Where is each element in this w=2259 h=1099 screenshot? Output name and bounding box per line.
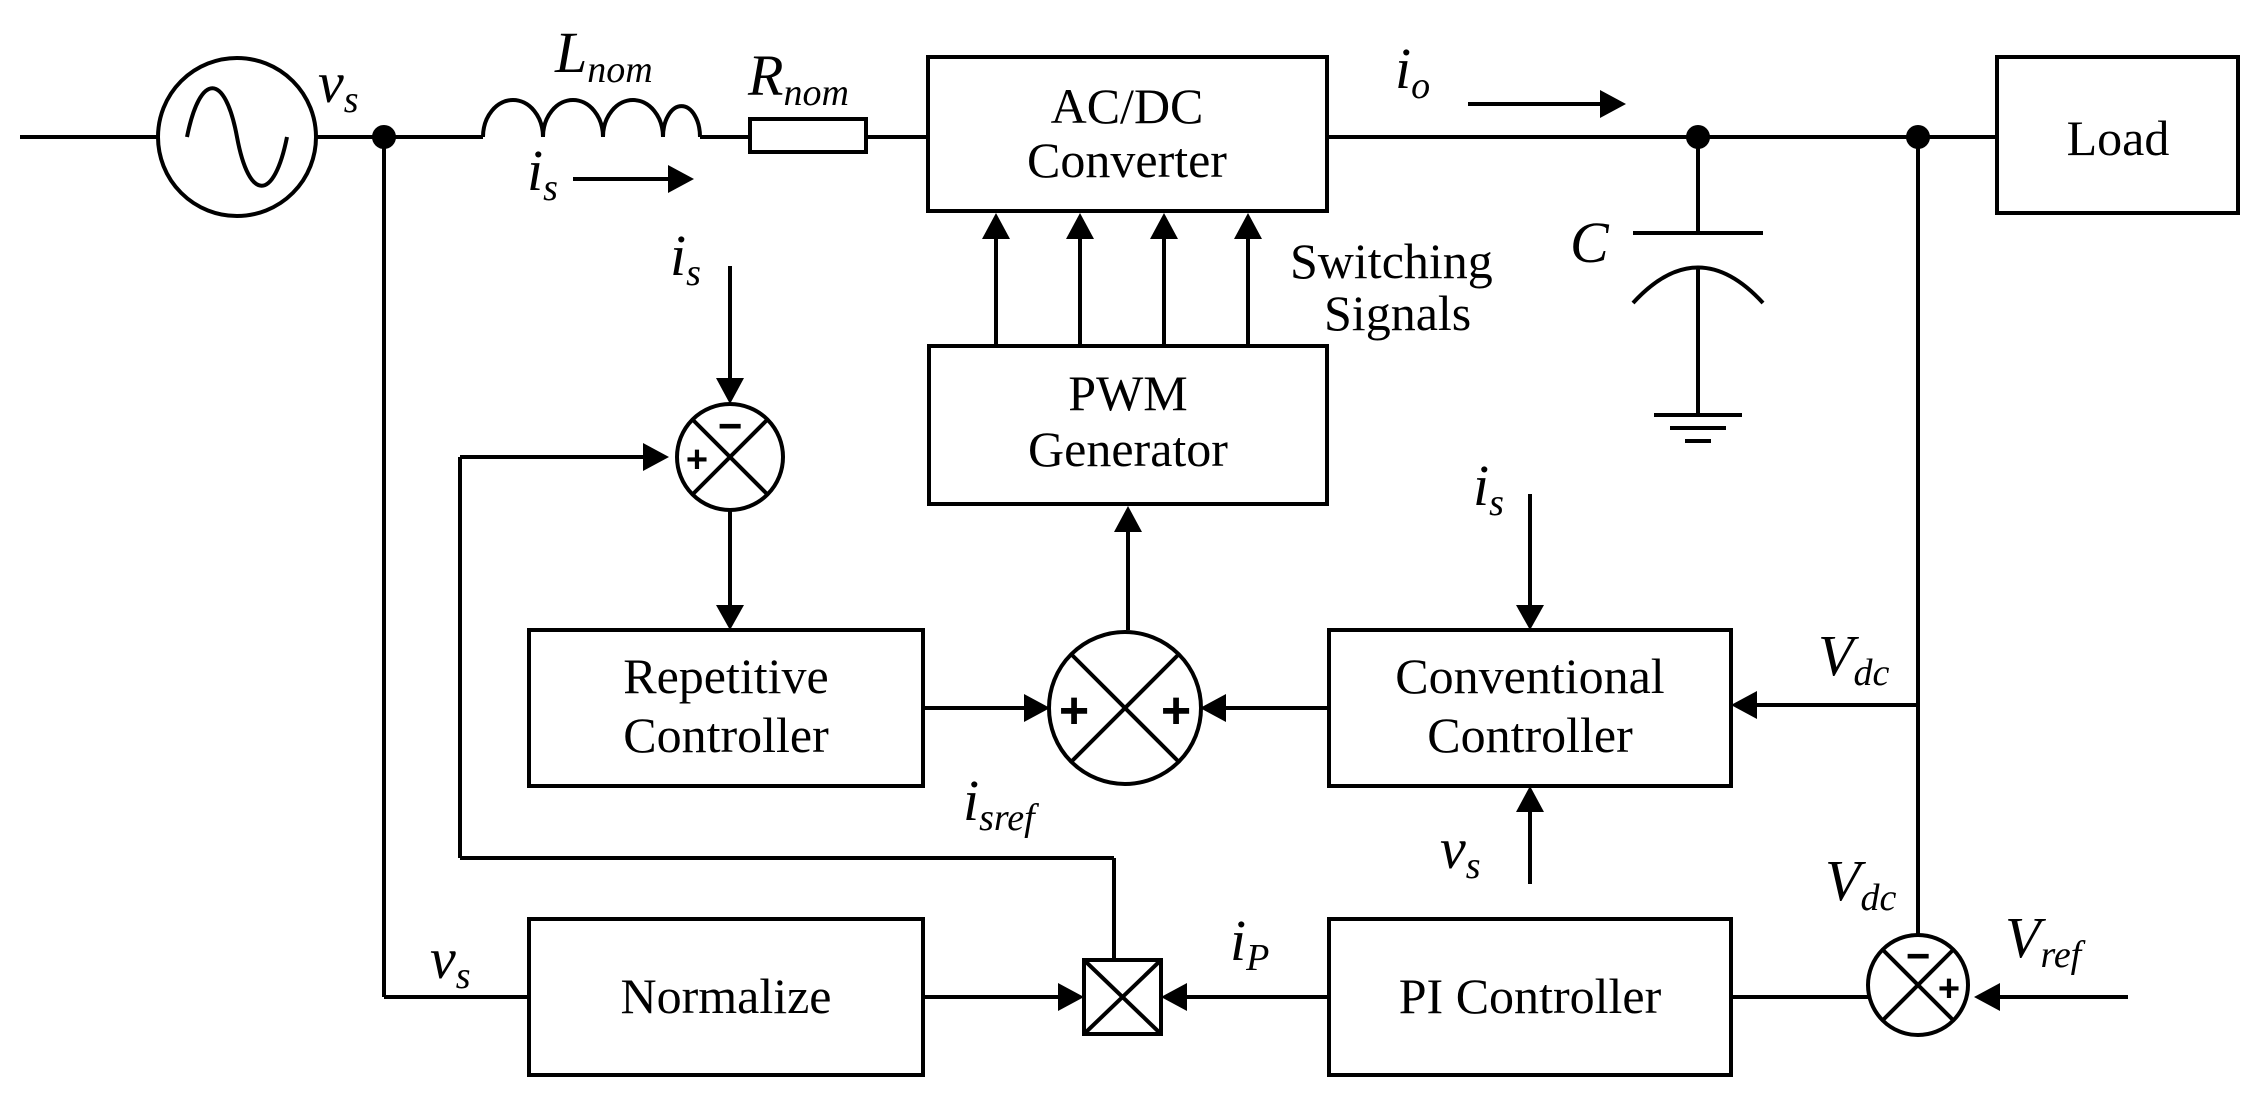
vdc-conventional-label: Vdc	[1818, 623, 1889, 694]
pi-controller-block: PI Controller	[1327, 917, 1733, 1077]
normalize-block: Normalize	[527, 917, 925, 1077]
vs-normalize-label: vs	[430, 926, 471, 997]
multiplier-block	[1082, 958, 1163, 1036]
resistor-icon	[748, 117, 868, 154]
bottom-summing-junction: − +	[1866, 932, 1970, 1037]
ac-source-icon	[156, 56, 318, 218]
power-wiring	[20, 135, 1997, 999]
normalize-label: Normalize	[620, 968, 831, 1024]
capacitor-label: C	[1570, 210, 1610, 275]
is-conventional-label: is	[1473, 453, 1504, 524]
signal-wiring	[458, 239, 2128, 999]
switching-label-2: Signals	[1324, 285, 1471, 341]
bottom-sum-plus-sign: +	[1938, 968, 1960, 1010]
vref-label: Vref	[2005, 905, 2086, 976]
arrowheads	[573, 90, 2000, 1011]
conventional-controller-block: Conventional Controller	[1327, 628, 1733, 788]
isref-label: isref	[963, 768, 1039, 839]
io-label: io	[1395, 36, 1430, 107]
pwm-label-1: PWM	[1068, 365, 1187, 421]
bottom-sum-minus-sign: −	[1906, 932, 1931, 979]
inductor-label: Lnom	[554, 20, 653, 91]
vs-conventional-label: vs	[1440, 816, 1481, 887]
junction-nodes	[372, 125, 1930, 149]
is-summer-label: is	[670, 223, 701, 294]
capacitor-icon	[1631, 231, 1765, 305]
ground-icon	[1654, 413, 1742, 443]
switching-label-1: Switching	[1290, 233, 1493, 289]
vdc-pi-label: Vdc	[1825, 848, 1896, 919]
conventional-label-1: Conventional	[1395, 648, 1664, 704]
load-block: Load	[1995, 55, 2240, 215]
is-line-label: is	[527, 138, 558, 209]
middle-summing-junction: + +	[1047, 630, 1203, 786]
ac-dc-converter-block: AC/DC Converter	[926, 55, 1329, 213]
load-label: Load	[2067, 110, 2170, 166]
conventional-label-2: Controller	[1427, 707, 1633, 763]
top-summing-junction: − +	[675, 402, 785, 512]
repetitive-controller-block: Repetitive Controller	[527, 628, 925, 788]
ip-label: iP	[1230, 908, 1269, 979]
mid-sum-plus-left: +	[1059, 682, 1089, 740]
pi-label: PI Controller	[1399, 968, 1662, 1024]
converter-label-2: Converter	[1027, 132, 1227, 188]
top-sum-plus-sign: +	[686, 439, 708, 481]
inductor-icon	[481, 98, 702, 138]
repetitive-label-2: Controller	[623, 707, 829, 763]
pwm-label-2: Generator	[1028, 421, 1228, 477]
converter-label-1: AC/DC	[1051, 78, 1204, 134]
top-sum-minus-sign: −	[718, 402, 743, 449]
vs-source-label: vs	[318, 50, 359, 121]
pwm-generator-block: PWM Generator	[927, 344, 1329, 506]
mid-sum-plus-right: +	[1161, 682, 1191, 740]
repetitive-label-1: Repetitive	[623, 648, 829, 704]
resistor-label: Rnom	[747, 43, 849, 114]
